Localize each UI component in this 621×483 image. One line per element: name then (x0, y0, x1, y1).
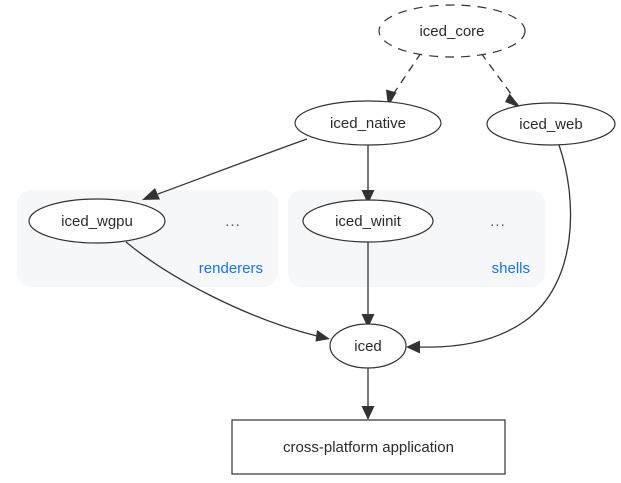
node-iced-wgpu[interactable]: iced_wgpu (28, 198, 166, 244)
node-iced-native-label: iced_native (330, 115, 406, 132)
edge-wgpu-to-iced-path (125, 241, 318, 337)
node-cross-platform-application-label: cross-platform application (283, 439, 454, 456)
cluster-renderers-ellipsis: ... (225, 213, 241, 230)
edge-winit-to-iced (361, 242, 375, 328)
node-iced-core-shape[interactable] (378, 4, 526, 58)
cluster-shells-ellipsis: ... (490, 213, 506, 230)
edge-native-to-winit-arrowhead (361, 190, 375, 204)
node-iced-winit-shape[interactable] (302, 199, 434, 243)
edge-core-to-native (386, 52, 422, 107)
edge-native-to-wgpu-path (157, 138, 308, 195)
cluster-shells-label: shells (492, 260, 530, 277)
edge-core-to-web-path (480, 52, 515, 99)
node-iced-wgpu-shape[interactable] (28, 198, 166, 244)
node-iced-native[interactable]: iced_native (294, 100, 442, 146)
node-iced-core-label: iced_core (419, 23, 484, 40)
node-iced-winit-label: iced_winit (335, 213, 402, 230)
node-iced-winit[interactable]: iced_winit (302, 199, 434, 243)
edge-native-to-wgpu-arrowhead (142, 188, 160, 200)
cluster-renderers-label: renderers (199, 260, 263, 277)
node-iced-wgpu-label: iced_wgpu (61, 213, 133, 230)
node-cross-platform-application-shape[interactable] (231, 419, 506, 475)
edge-winit-to-iced-arrowhead (361, 314, 375, 328)
edge-web-to-iced-path (419, 144, 572, 348)
node-iced-web-shape[interactable] (486, 102, 616, 146)
edge-core-to-web (480, 52, 521, 108)
edge-wgpu-to-iced (125, 241, 330, 342)
edge-web-to-iced (406, 144, 572, 354)
edge-wgpu-to-iced-arrowhead (315, 330, 330, 342)
edge-native-to-wgpu (142, 138, 308, 200)
node-iced-web[interactable]: iced_web (486, 102, 616, 146)
edge-web-to-iced-arrowhead (406, 340, 420, 354)
edge-core-to-native-path (391, 52, 422, 97)
edge-iced-to-app-arrowhead (361, 406, 375, 420)
node-iced-web-label: iced_web (519, 116, 582, 133)
node-iced-shape[interactable] (329, 323, 407, 369)
node-iced-native-shape[interactable] (294, 100, 442, 146)
edge-iced-to-app (361, 368, 375, 420)
node-cross-platform-application[interactable]: cross-platform application (231, 419, 506, 475)
edge-native-to-winit (361, 145, 375, 204)
node-iced-core[interactable]: iced_core (378, 4, 526, 58)
node-iced-label: iced (354, 338, 382, 355)
edge-core-to-web-arrowhead (505, 93, 521, 108)
node-iced[interactable]: iced (329, 323, 407, 369)
